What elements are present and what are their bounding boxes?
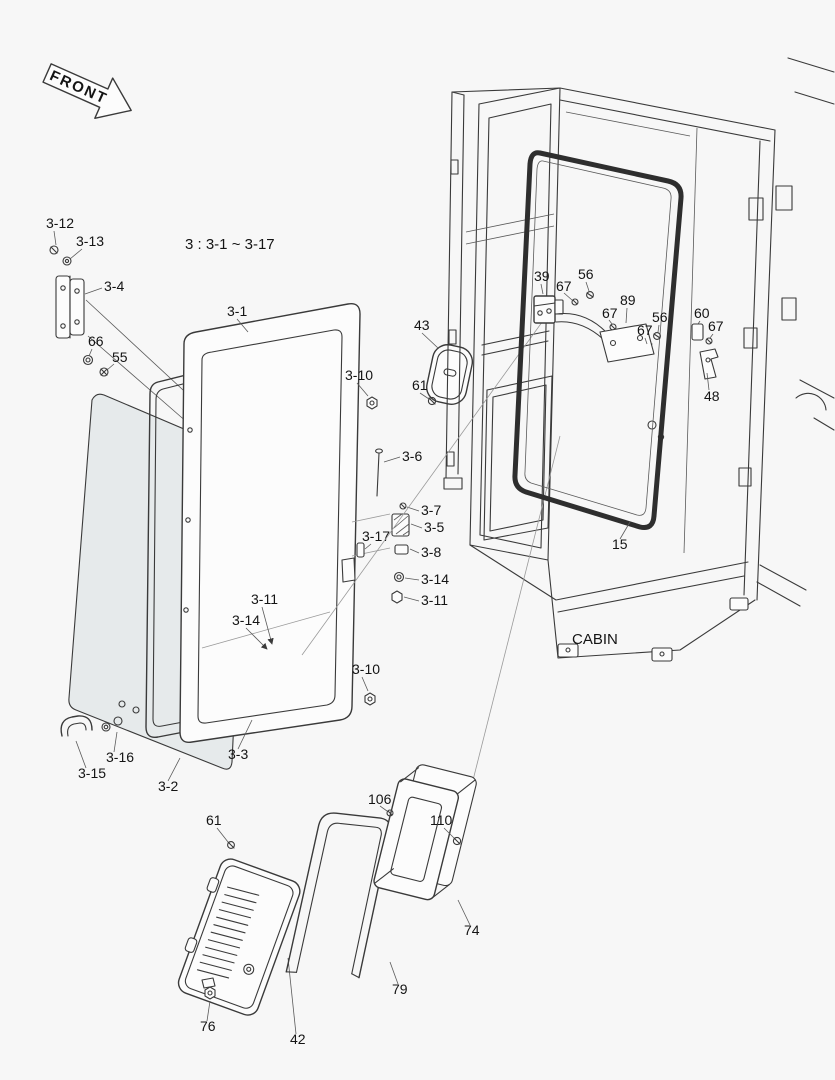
- label-67-4: 67: [708, 318, 724, 334]
- label-3-13: 3-13: [76, 233, 104, 249]
- label-3-15: 3-15: [78, 765, 106, 781]
- label-74: 74: [464, 922, 480, 938]
- label-3-14-right: 3-14: [421, 571, 449, 587]
- label-3-11-left: 3-11: [251, 591, 278, 607]
- label-79: 79: [392, 981, 408, 997]
- label-110: 110: [430, 812, 453, 828]
- label-3-2: 3-2: [158, 778, 178, 794]
- latch-assembly: [533, 281, 719, 391]
- label-3-14-left: 3-14: [232, 612, 260, 628]
- label-3-1: 3-1: [227, 303, 247, 319]
- door-frame: [179, 303, 361, 743]
- label-67-3: 67: [637, 322, 653, 338]
- label-3-10-bottom: 3-10: [352, 661, 380, 677]
- hinge-assembly: [49, 245, 197, 431]
- label-39: 39: [534, 268, 550, 284]
- box-frame-74: [373, 764, 477, 926]
- front-direction-arrow: FRONT: [42, 63, 132, 119]
- frame-fasteners: [245, 382, 423, 706]
- label-106: 106: [368, 791, 392, 807]
- cabin-label: CABIN: [572, 631, 618, 648]
- label-3-8: 3-8: [421, 544, 441, 560]
- label-3-16: 3-16: [106, 749, 134, 765]
- label-3-5: 3-5: [424, 519, 444, 535]
- clamp-parts: [60, 715, 253, 782]
- label-66: 66: [88, 333, 104, 349]
- u-frame-79: [285, 812, 399, 985]
- hinge-leaders: [53, 230, 115, 371]
- label-15: 15: [612, 536, 628, 552]
- label-3-11-right: 3-11: [421, 592, 448, 608]
- label-67-1: 67: [556, 278, 572, 294]
- label-48: 48: [704, 388, 720, 404]
- label-61-bottom: 61: [206, 812, 222, 828]
- range-note: 3 : 3-1 ~ 3-17: [185, 236, 275, 253]
- label-60: 60: [694, 305, 710, 321]
- label-3-3: 3-3: [228, 746, 248, 762]
- screw-61-top: [419, 332, 439, 406]
- label-3-7: 3-7: [421, 502, 441, 518]
- label-42: 42: [290, 1031, 306, 1047]
- leader-3-1: [236, 318, 249, 333]
- label-3-6: 3-6: [402, 448, 422, 464]
- vent-cover-42: [177, 827, 301, 1035]
- label-56-1: 56: [578, 266, 594, 282]
- label-76: 76: [200, 1018, 216, 1034]
- label-3-10-top: 3-10: [345, 367, 373, 383]
- label-3-17: 3-17: [362, 528, 390, 544]
- label-3-12: 3-12: [46, 215, 74, 231]
- label-56-2: 56: [652, 309, 668, 325]
- cabin-frame: [301, 57, 835, 793]
- label-3-4: 3-4: [104, 278, 124, 294]
- label-55: 55: [112, 349, 128, 365]
- label-61-top: 61: [412, 377, 428, 393]
- label-89: 89: [620, 292, 636, 308]
- label-67-2: 67: [602, 305, 618, 321]
- cover-43: [426, 344, 474, 405]
- window-seal-15: [512, 150, 684, 540]
- label-43: 43: [414, 317, 430, 333]
